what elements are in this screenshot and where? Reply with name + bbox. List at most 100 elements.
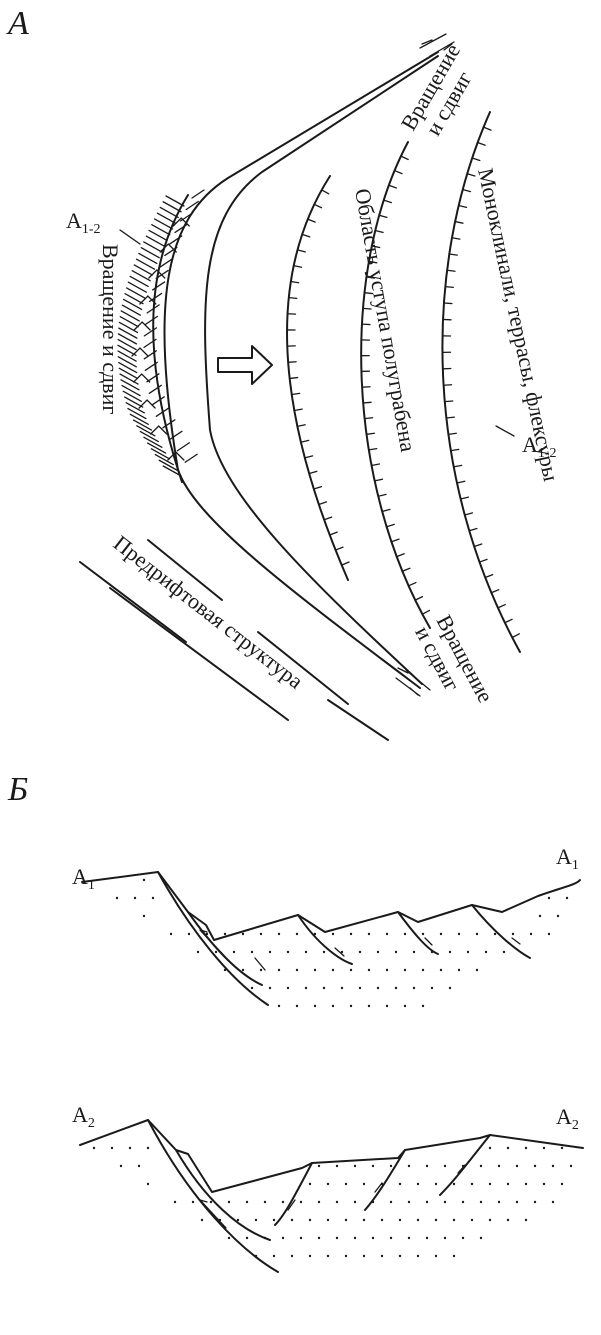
stipple-dot [133, 896, 137, 900]
left-shear-zone [117, 189, 205, 483]
section-a2-main-fault [147, 1119, 279, 1273]
stipple-dot [344, 1254, 348, 1258]
hatch-line [119, 315, 139, 328]
section-a1-right-label: A1 [556, 844, 579, 873]
hatch-line [159, 258, 173, 268]
chevron-mark [150, 425, 168, 435]
hatch-line [143, 436, 163, 448]
stipple-dot [394, 950, 398, 954]
section-a2-fault-3 [274, 1162, 313, 1226]
stipple-dot [241, 968, 245, 972]
stipple-dot [326, 1218, 330, 1222]
hatch-line [148, 229, 168, 242]
stipple-dot [367, 1004, 371, 1008]
stipple-dot [443, 1236, 447, 1240]
stipple-dot [371, 1236, 375, 1240]
stipple-dot [560, 1146, 564, 1150]
stipple-dot [313, 1004, 317, 1008]
stipple-dot [281, 1236, 285, 1240]
stipple-dot [322, 950, 326, 954]
hatch-line [155, 407, 169, 417]
tick-mark [450, 448, 460, 452]
tick-mark [301, 233, 311, 238]
stipple-dot [529, 932, 533, 936]
stipple-dot [452, 1182, 456, 1186]
tick-mark [443, 302, 453, 305]
hatch-line [117, 356, 137, 368]
stipple-dot [488, 1182, 492, 1186]
tick-mark [368, 447, 378, 451]
hatch-line [127, 407, 147, 420]
chevron-mark [138, 399, 156, 409]
stipple-dot [340, 950, 344, 954]
stipple-dot [389, 1164, 393, 1168]
stipple-dot [403, 968, 407, 972]
chevron-mark [159, 243, 177, 253]
stipple-dot [457, 968, 461, 972]
tick-mark [407, 581, 417, 587]
stipple-dot [209, 1200, 213, 1204]
bottom-shear-arrow [395, 667, 431, 697]
stipple-dot [340, 986, 344, 990]
section-a1-fault-3 [297, 914, 353, 965]
hatch-line [118, 321, 139, 334]
stipple-dot [376, 986, 380, 990]
tick-mark [445, 416, 455, 419]
stipple-dot [362, 1218, 366, 1222]
stipple-dot [425, 1236, 429, 1240]
tick-mark [370, 463, 381, 467]
stipple-dot [349, 1004, 353, 1008]
hatch-line [120, 310, 140, 322]
stipple-dot [223, 968, 227, 972]
tick-mark [444, 285, 454, 289]
section-a1-fault-5 [471, 904, 531, 959]
stipple-dot [358, 986, 362, 990]
hatch-line [125, 402, 145, 414]
stipple-dot [272, 1218, 276, 1222]
panel-a-letter: А [6, 5, 29, 42]
stipple-dot [560, 1182, 564, 1186]
stipple-dot [304, 950, 308, 954]
stipple-dot [551, 1200, 555, 1204]
stipple-dot [335, 1200, 339, 1204]
rotation-shear-left-label: Вращение и сдвиг [98, 244, 123, 414]
hatch-line [154, 453, 174, 466]
tick-mark [390, 538, 400, 543]
hatch-line [151, 396, 165, 406]
tick-mark [293, 264, 303, 268]
stipple-dot [421, 968, 425, 972]
stipple-dot [313, 932, 317, 936]
tick-mark [490, 589, 500, 594]
stipple-dot [403, 1004, 407, 1008]
hatch-line [129, 275, 149, 288]
stipple-dot [304, 986, 308, 990]
hatch-line [129, 413, 149, 425]
stipple-dot [457, 932, 461, 936]
stipple-dot [259, 968, 263, 972]
stipple-dot [488, 1218, 492, 1222]
stipple-dot [398, 1218, 402, 1222]
tick-mark [460, 496, 470, 500]
stipple-dot [137, 1164, 141, 1168]
hatch-line [118, 367, 138, 379]
tick-mark [453, 464, 463, 468]
stipple-dot [358, 950, 362, 954]
tick-mark [287, 361, 297, 363]
stipple-dot [461, 1200, 465, 1204]
hatch-line [191, 189, 205, 199]
hatch-line [131, 270, 151, 282]
stipple-dot [385, 932, 389, 936]
hatch-line [122, 390, 142, 402]
stipple-dot [353, 1200, 357, 1204]
panel-b-letter: Б [7, 771, 28, 808]
stipple-dot [277, 932, 281, 936]
stipple-dot [443, 1164, 447, 1168]
tick-mark [482, 126, 492, 131]
stipple-dot [250, 986, 254, 990]
stipple-dot [362, 1182, 366, 1186]
stipple-dot [452, 1254, 456, 1258]
stipple-dot [416, 1182, 420, 1186]
hatch-line [124, 396, 144, 408]
stipple-dot [430, 986, 434, 990]
hatch-line [136, 425, 156, 437]
